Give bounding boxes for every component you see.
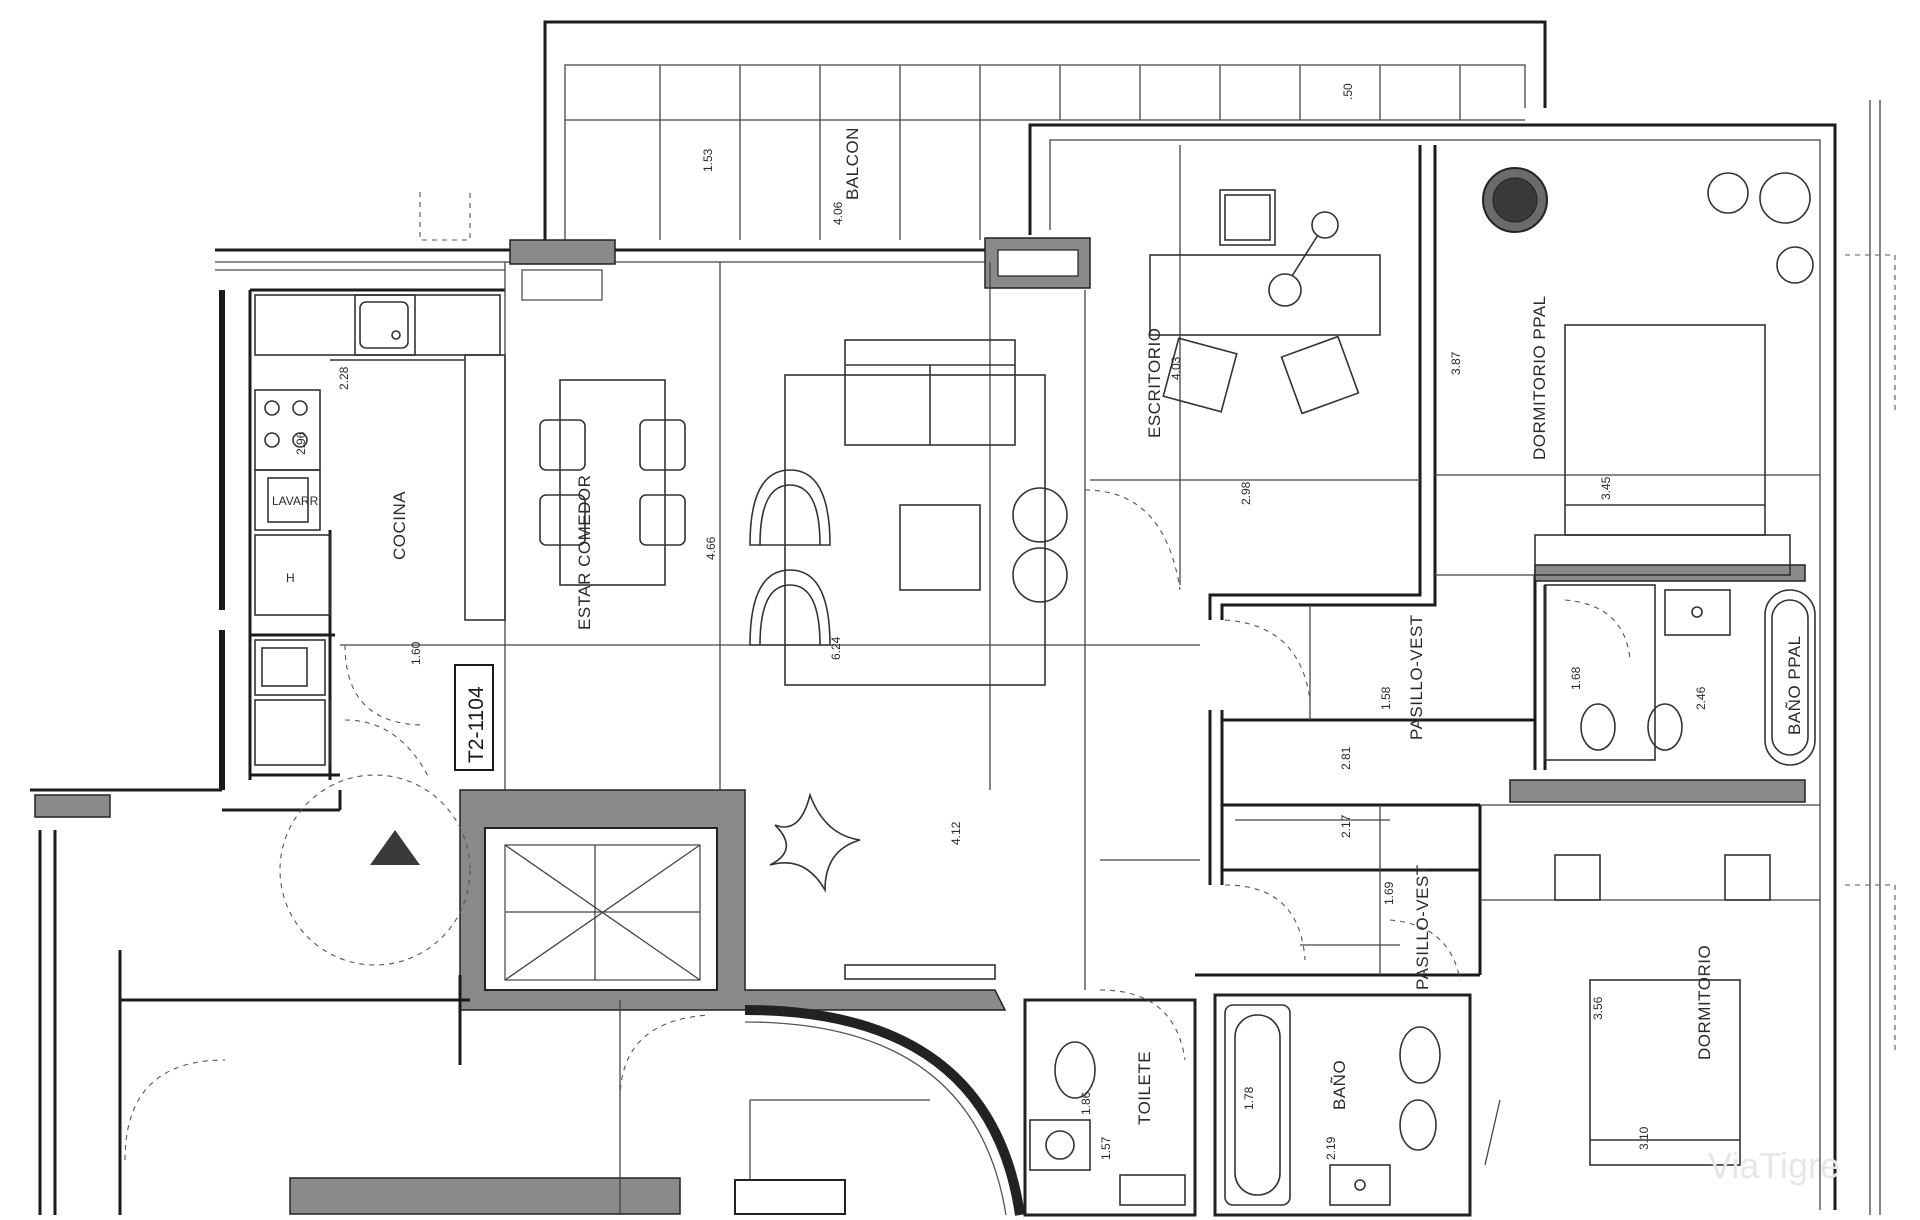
room-label-estar-comedor: ESTAR COMEDOR [575,475,594,630]
room-label-toilete: TOILETE [1135,1051,1154,1125]
dim-toilete-width: 1.57 [1099,1136,1113,1160]
dim-cocina-width: 2.28 [337,366,351,390]
room-label-dormitorio: DORMITORIO [1695,945,1714,1060]
dim-bano-width: 2.19 [1324,1136,1338,1160]
toilet-bath-fixtures [1029,1004,1441,1206]
room-label-bano-ppal: BAÑO PPAL [1785,635,1804,735]
master-bath-fixtures [1544,584,1816,766]
fridge-label: H [286,571,295,585]
entrance-arrow-icon [370,830,420,865]
dim-hall: 4.12 [949,821,963,845]
dim-pasillo2-depth: 1.69 [1382,881,1396,905]
washer-label: LAVARR. [272,494,322,508]
dim-dorm-ppal-depth: 3.87 [1449,351,1463,375]
room-label-cocina: COCINA [390,491,409,560]
room-labels: BALCON COCINA ESTAR COMEDOR ESCRITORIO D… [390,127,1804,1125]
dim-toilete-depth: 1.86 [1079,1091,1093,1115]
dim-bano-ppal-depth: 1.68 [1569,666,1583,690]
dimension-labels: 1.53 4.06 .50 2.28 2.96 4.66 6.24 1.60 4… [294,83,1708,1160]
structural-walls [30,20,1881,1217]
dim-escritorio-depth: 4.03 [1169,356,1183,380]
dim-dorm-depth: 3.56 [1591,996,1605,1020]
room-label-pasillo-vest-1: PASILLO-VEST [1407,614,1426,740]
dim-pasillo1-width: 2.81 [1339,746,1353,770]
room-label-bano: BAÑO [1330,1060,1349,1110]
dim-balcon-edge: .50 [1341,83,1355,100]
dim-escritorio-width: 2.98 [1239,481,1253,505]
room-label-escritorio: ESCRITORIO [1145,328,1164,438]
dim-estar-width: 6.24 [829,636,843,660]
dim-bano-depth: 1.78 [1242,1086,1256,1110]
living-furniture [539,339,1068,980]
interior-lines [340,145,1820,1215]
dim-entry: 1.60 [409,641,423,665]
dim-cocina-depth: 2.96 [294,431,308,455]
study-furniture [1149,189,1381,415]
unit-code-box [454,664,494,771]
room-label-pasillo-vest-2: PASILLO-VEST [1413,864,1432,990]
unit-code: T2-1104 [465,686,488,763]
room-label-balcon: BALCON [843,127,862,200]
kitchen-fixtures: LAVARR. H [254,294,506,766]
room-label-dormitorio-ppal: DORMITORIO PPAL [1530,295,1549,460]
dim-estar-depth: 4.66 [704,536,718,560]
bedroom-furniture [1554,854,1771,1166]
dim-bano-ppal-width: 2.46 [1694,686,1708,710]
dim-dorm-width: 3.10 [1637,1126,1651,1150]
dim-pasillo2-width: 2.17 [1339,814,1353,838]
watermark: ViaTigre [1708,1145,1840,1186]
master-bedroom-furniture [1482,167,1814,576]
dim-pasillo1-depth: 1.58 [1379,686,1393,710]
dim-balcon-width: 4.06 [831,201,845,225]
dim-balcon-depth: 1.53 [701,148,715,172]
door-swings [124,192,1896,1161]
dim-dorm-ppal-width: 3.45 [1599,476,1613,500]
